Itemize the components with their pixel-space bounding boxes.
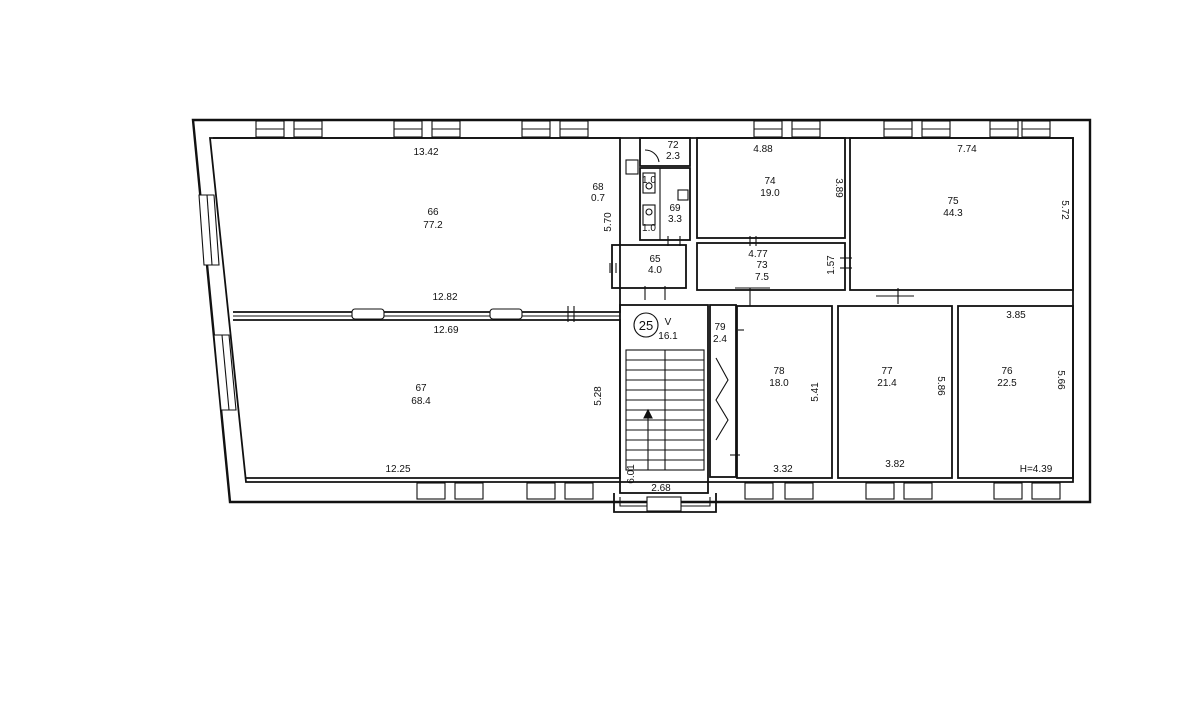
room-70-area: 1.0 — [642, 175, 656, 186]
staircase — [625, 349, 729, 471]
room-67-area: 68.4 — [411, 396, 431, 407]
room-69-area: 3.3 — [668, 214, 682, 225]
room-77-area: 21.4 — [877, 378, 897, 389]
room-78-number: 78 — [773, 366, 785, 377]
room-labels: 66 77.2 67 68.4 65 4.0 68 0.7 69 3.3 1.0… — [411, 140, 1017, 407]
room-67-number: 67 — [415, 383, 427, 394]
dim-2-68: 2.68 — [651, 483, 671, 494]
room-77-number: 77 — [881, 366, 893, 377]
room-75-area: 44.3 — [943, 208, 963, 219]
room-69-number: 69 — [669, 203, 681, 214]
room-75-number: 75 — [947, 196, 959, 207]
room-65-area: 4.0 — [648, 265, 662, 276]
dim-5-70: 5.70 — [603, 212, 614, 232]
sanitary-fixtures — [625, 149, 689, 226]
room-71-area: 1.0 — [642, 223, 656, 234]
dim-height: H=4.39 — [1020, 464, 1053, 475]
dim-5-72: 5.72 — [1059, 200, 1070, 220]
room-73-area: 7.5 — [755, 272, 769, 283]
stair-number: V — [665, 317, 672, 328]
top-windows — [255, 120, 1051, 138]
room-73-number: 73 — [756, 260, 768, 271]
dim-5-86: 5.86 — [935, 376, 946, 396]
stair-area: 16.1 — [658, 331, 678, 342]
dim-1-57: 1.57 — [826, 255, 837, 275]
section-marker: 25 — [639, 318, 653, 333]
partition-openings — [351, 306, 575, 322]
dim-12-82: 12.82 — [432, 292, 457, 303]
dim-12-25: 12.25 — [385, 464, 410, 475]
room-76-area: 22.5 — [997, 378, 1017, 389]
dim-5-66: 5.66 — [1055, 370, 1066, 390]
dim-3-32: 3.32 — [773, 464, 793, 475]
room-74-area: 19.0 — [760, 188, 780, 199]
room-66-area: 77.2 — [423, 220, 443, 231]
room-79-number: 79 — [714, 322, 726, 333]
dim-5-41: 5.41 — [810, 382, 821, 402]
dim-6-01: 6.01 — [626, 464, 637, 484]
room-78-area: 18.0 — [769, 378, 789, 389]
room-65-number: 65 — [649, 254, 661, 265]
dim-12-69: 12.69 — [433, 325, 458, 336]
dim-3-85: 3.85 — [1006, 310, 1026, 321]
dim-5-28: 5.28 — [593, 386, 604, 406]
dim-4-88: 4.88 — [753, 144, 773, 155]
bottom-windows — [416, 482, 1061, 512]
room-72-number: 72 — [667, 140, 679, 151]
left-windows — [198, 194, 237, 411]
room-79-area: 2.4 — [713, 334, 727, 345]
room-68-area: 0.7 — [591, 193, 605, 204]
room-66-number: 66 — [427, 207, 439, 218]
dim-13-42: 13.42 — [413, 147, 438, 158]
section-marker-circle — [633, 312, 659, 338]
door-marks — [609, 236, 914, 456]
room-76-number: 76 — [1001, 366, 1013, 377]
dim-7-74: 7.74 — [957, 144, 977, 155]
interior-walls — [213, 137, 1074, 513]
dim-4-77: 4.77 — [748, 249, 768, 260]
room-72-area: 2.3 — [666, 151, 680, 162]
dim-3-82: 3.82 — [885, 459, 905, 470]
room-74-number: 74 — [764, 176, 776, 187]
room-68-number: 68 — [592, 182, 604, 193]
dimension-labels: 13.42 5.70 12.82 12.69 5.28 12.25 6.01 2… — [385, 144, 1070, 494]
dim-3-89: 3.89 — [833, 178, 844, 198]
